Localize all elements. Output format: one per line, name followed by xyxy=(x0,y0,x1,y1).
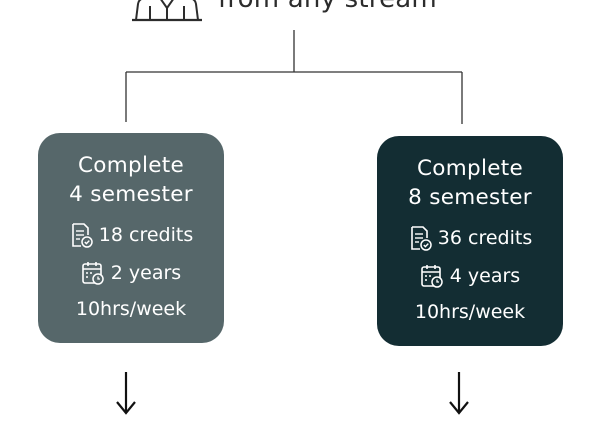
card-title-line1: Complete xyxy=(416,156,523,181)
program-card-4-semester: Complete 4 semester 18 credits 2 years xyxy=(38,133,224,343)
card-title-line2: 8 semester xyxy=(408,185,532,210)
arrow-down-icon xyxy=(116,372,136,415)
credits-label: 18 credits xyxy=(98,224,194,246)
card-title: Complete 8 semester xyxy=(377,154,563,212)
hours-row: 10hrs/week xyxy=(38,298,224,320)
years-row: 2 years xyxy=(38,260,224,286)
credits-row: 36 credits xyxy=(377,225,563,251)
credits-row: 18 credits xyxy=(38,222,224,248)
hours-label: 10hrs/week xyxy=(75,298,187,320)
hours-label: 10hrs/week xyxy=(414,301,526,323)
header-partial-text: from any stream xyxy=(218,0,437,14)
arrow-down-icon xyxy=(449,372,469,415)
card-title: Complete 4 semester xyxy=(38,151,224,209)
document-check-icon xyxy=(71,223,93,248)
calendar-clock-icon xyxy=(81,262,104,285)
credits-label: 36 credits xyxy=(437,227,533,249)
calendar-clock-icon xyxy=(420,265,443,288)
years-row: 4 years xyxy=(377,263,563,289)
eligibility-header: from any stream xyxy=(130,0,437,22)
card-title-line2: 4 semester xyxy=(69,182,193,207)
program-card-8-semester: Complete 8 semester 36 credits 4 years xyxy=(377,136,563,346)
graduate-icon xyxy=(132,0,202,22)
document-check-icon xyxy=(410,226,432,251)
years-label: 2 years xyxy=(110,262,182,284)
card-title-line1: Complete xyxy=(77,153,184,178)
years-label: 4 years xyxy=(449,265,521,287)
hours-row: 10hrs/week xyxy=(377,301,563,323)
